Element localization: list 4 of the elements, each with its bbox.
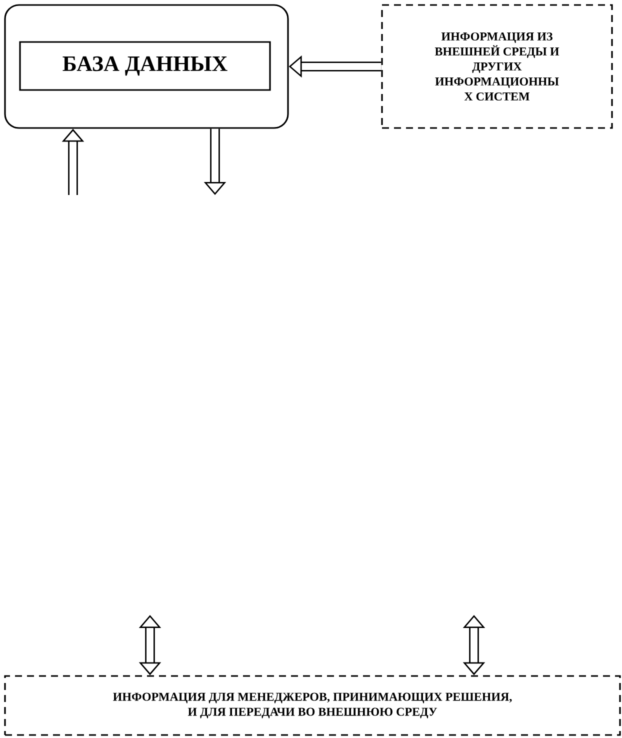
info-box: ИНФОРМАЦИЯ ИЗ ВНЕШНЕЙ СРЕДЫ И ДРУГИХ ИНФОРМАЦИОННЫ Х СИСТЕМ — [381, 4, 613, 129]
container-box — [4, 4, 289, 129]
info-box: ИНФОРМАЦИЯ ДЛЯ МЕНЕДЖЕРОВ, ПРИНИМАЮЩИХ РЕШЕНИЯ, И ДЛЯ ПЕРЕДАЧИ ВО ВНЕШНЮЮ СРЕДУ — [4, 675, 621, 736]
database-box: БАЗА ДАННЫХ — [19, 41, 271, 91]
